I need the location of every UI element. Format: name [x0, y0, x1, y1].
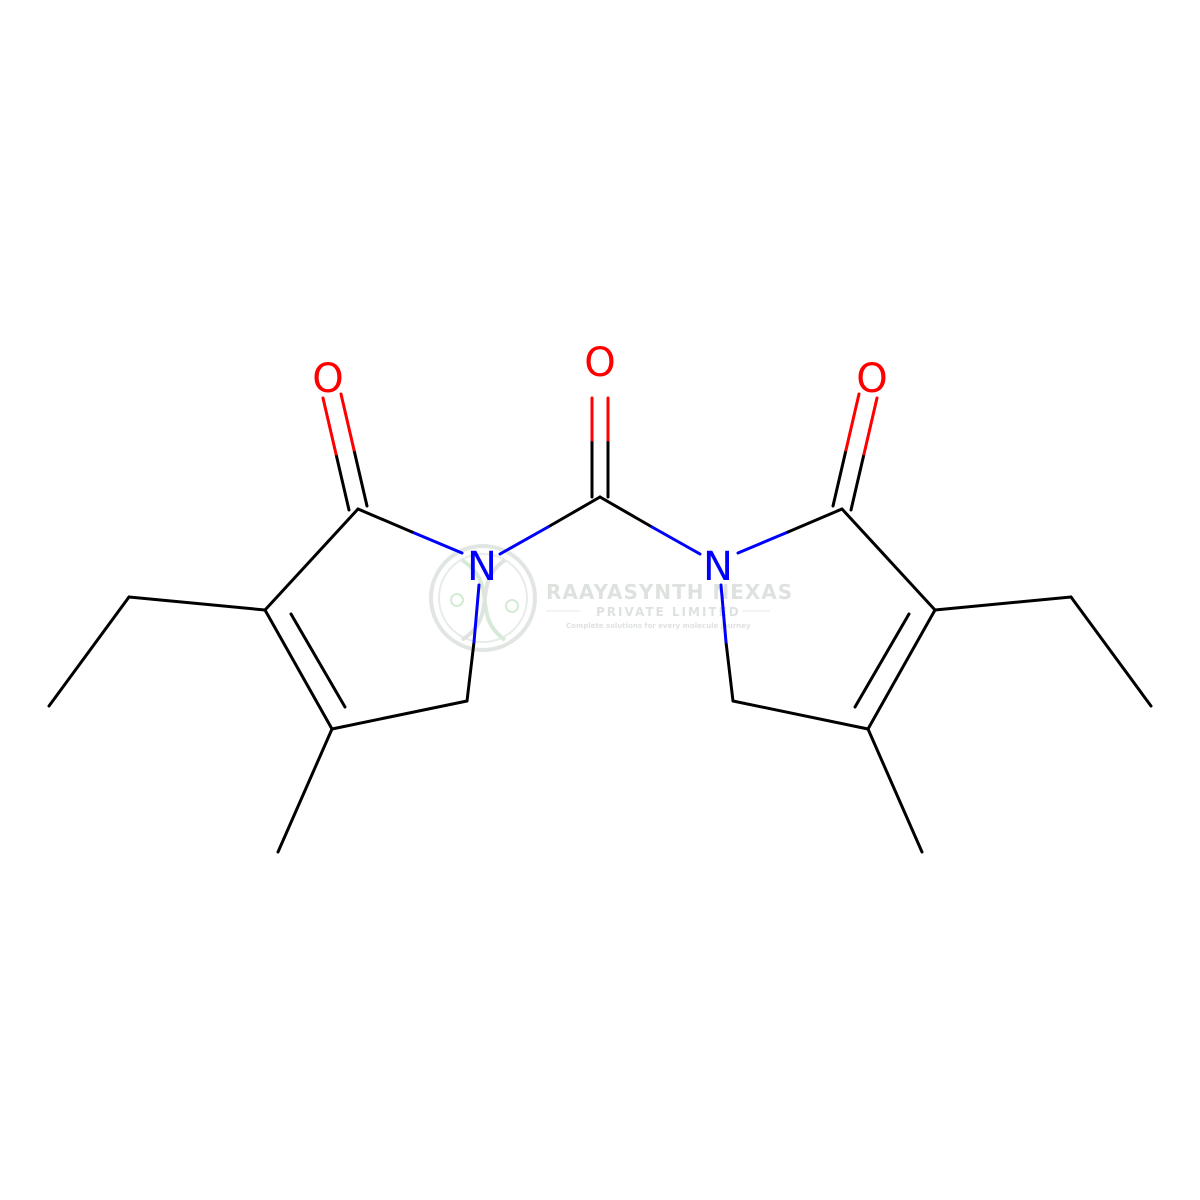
bond-right-ethyl-1	[933, 595, 1073, 612]
bond-left-c2-c3	[263, 507, 360, 612]
bond-left-ethyl-1	[127, 595, 267, 612]
bond-left-n-c2	[410, 530, 464, 555]
bond-left-co-1	[334, 452, 351, 512]
bond-right-co-1	[831, 448, 848, 508]
bond-right-c5-n	[724, 640, 735, 703]
bond-right-n-c2	[736, 530, 790, 555]
bond-c-n-left	[546, 495, 602, 529]
atom-n-left: N	[467, 544, 497, 590]
bond-left-c3-c4	[263, 608, 334, 731]
atom-o-right: O	[856, 356, 887, 402]
bond-left-ethyl-2	[47, 595, 131, 708]
atom-o-left: O	[312, 356, 343, 402]
bond-left-c4-c5	[330, 699, 469, 731]
watermark-title: RAAYASYNTH NEXAS	[546, 580, 793, 604]
bond-c-n-right	[598, 495, 654, 529]
bond-left-methyl	[276, 727, 334, 854]
watermark-logo-icon	[429, 544, 537, 652]
atom-o-center: O	[584, 340, 615, 386]
watermark-subtitle: PRIVATE LIMITED	[596, 605, 741, 619]
bond-right-c2-c3	[840, 507, 937, 612]
bond-right-c4-c5	[731, 699, 870, 731]
bond-right-co-2	[849, 452, 866, 512]
bond-left-co-2	[352, 448, 369, 508]
bond-right-c3-c4	[866, 608, 937, 731]
bond-right-methyl	[866, 727, 924, 854]
watermark: RAAYASYNTH NEXAS PRIVATE LIMITED Complet…	[429, 544, 793, 652]
bond-left-c5-n	[465, 640, 476, 703]
watermark-tagline: Complete solutions for every molecule jo…	[566, 622, 751, 630]
bond-right-ethyl-2	[1069, 595, 1153, 708]
atom-n-right: N	[703, 544, 733, 590]
